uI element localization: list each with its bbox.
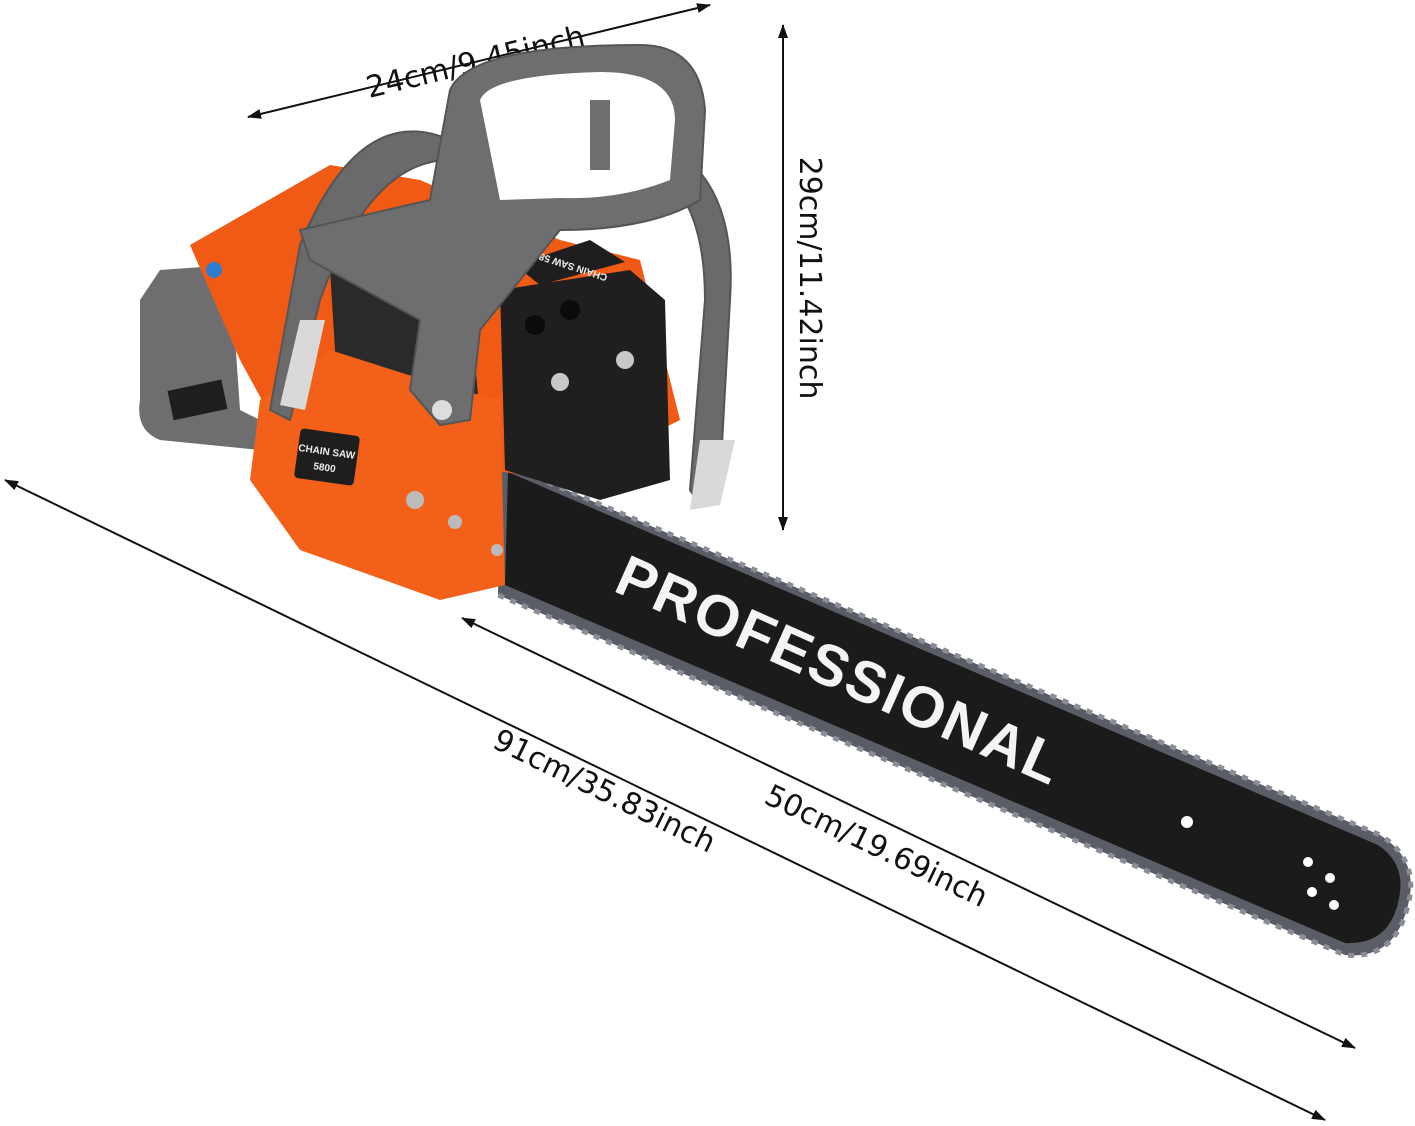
bar-length-label: 50cm/19.69inch (759, 778, 993, 915)
total-length-label: 91cm/35.83inch (487, 723, 721, 861)
bar-hole (1181, 816, 1193, 828)
bar-length-arrow (461, 617, 1356, 1049)
top-label (515, 240, 625, 285)
width-arrow (247, 3, 711, 119)
saw-chain (497, 459, 1414, 958)
bar-body (505, 472, 1401, 944)
clutch-cover (500, 270, 670, 500)
body-label (294, 428, 360, 486)
height-label: 29cm/11.42inch (792, 157, 827, 400)
warning-sticker (167, 379, 228, 421)
body-label-line2: 5800 (313, 461, 337, 475)
fuel-cap-blue (206, 262, 222, 278)
hand-guard-opening (480, 72, 675, 200)
height-dimension: 29cm/11.42inch (778, 24, 827, 531)
